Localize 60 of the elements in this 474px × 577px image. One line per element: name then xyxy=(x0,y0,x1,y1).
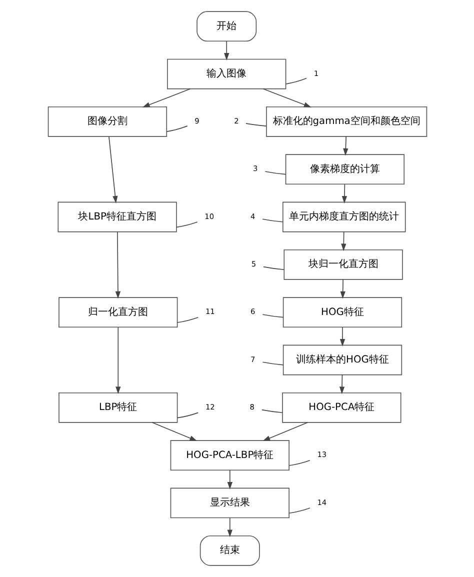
connector xyxy=(288,460,310,466)
node-box: 单元内梯度直方图的统计 xyxy=(282,202,406,232)
arrow xyxy=(338,374,344,394)
node-text: 3 xyxy=(252,164,258,174)
arrow xyxy=(115,326,120,394)
node-box: 输入图像 xyxy=(166,58,286,90)
node-text: 9 xyxy=(194,116,199,126)
arrow xyxy=(224,40,229,60)
arrow xyxy=(342,136,348,156)
connector xyxy=(288,508,310,514)
arrow xyxy=(114,232,120,299)
connector xyxy=(260,409,282,414)
arrow xyxy=(226,470,232,490)
node-text: 11 xyxy=(204,307,214,316)
arrow xyxy=(340,279,345,299)
node-text: 2 xyxy=(234,116,238,126)
arrow xyxy=(262,422,308,441)
arrow xyxy=(339,326,345,346)
node-box: 开始 xyxy=(196,11,256,42)
node-text: 8 xyxy=(249,402,254,412)
node-box: HOG-PCA-LBP特征 xyxy=(170,440,289,471)
node-box: 归一化直方图 xyxy=(58,297,178,328)
node-box: HOG特征 xyxy=(282,297,402,328)
arrow xyxy=(142,88,190,108)
node-box: 训练样本的HOG特征 xyxy=(282,344,402,376)
node-text: 7 xyxy=(250,354,255,364)
node-box: 块LBP特征直方图 xyxy=(57,202,176,232)
arrow xyxy=(340,231,346,252)
node-text: 6 xyxy=(250,307,255,316)
node-box: HOG-PCA特征 xyxy=(282,392,401,423)
node-box: 像素梯度的计算 xyxy=(284,154,404,185)
node-box: 图像分割 xyxy=(47,106,167,137)
connector xyxy=(285,78,306,84)
arrow xyxy=(341,184,347,204)
arrow xyxy=(151,422,197,441)
connector xyxy=(264,171,286,175)
connector xyxy=(166,126,188,132)
node-text: 12 xyxy=(204,402,214,412)
node-box: 块归一化直方图 xyxy=(283,249,402,280)
node-box: 显示结果 xyxy=(170,488,289,518)
connector xyxy=(262,266,284,270)
arrow xyxy=(226,517,232,538)
connector xyxy=(262,362,284,366)
node-box: 标准化的gamma空间和颜色空间 xyxy=(266,106,427,137)
node-box: 结束 xyxy=(199,535,260,566)
arrow xyxy=(108,136,118,204)
connector xyxy=(176,316,198,323)
connector xyxy=(262,218,283,222)
connector xyxy=(262,314,284,318)
connector xyxy=(245,123,266,126)
node-text: 13 xyxy=(316,450,326,460)
node-text: 10 xyxy=(204,212,214,221)
node-text: 14 xyxy=(316,498,326,507)
connector xyxy=(176,222,198,228)
node-text: 5 xyxy=(250,259,256,268)
arrow xyxy=(262,88,311,108)
node-box: LBP特征 xyxy=(58,392,178,423)
node-text: 1 xyxy=(313,68,318,78)
node-text: 4 xyxy=(250,212,255,221)
connector xyxy=(176,412,198,418)
